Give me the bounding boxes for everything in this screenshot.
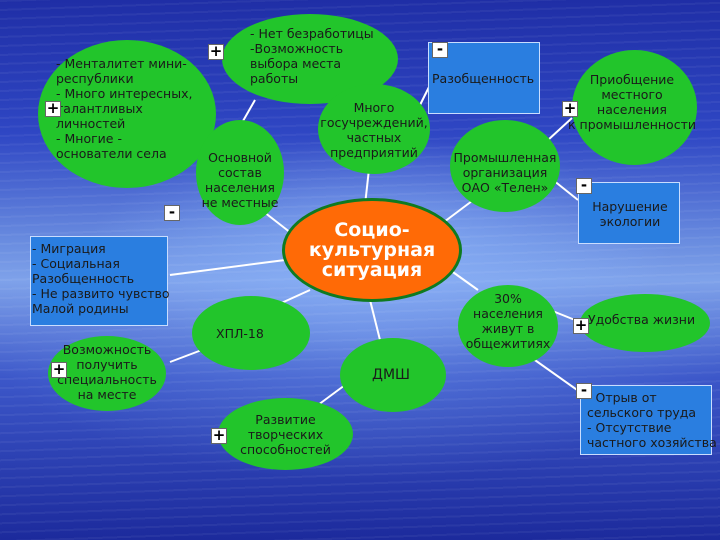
node-sostav-text: Основной состав населения не местные bbox=[201, 150, 279, 210]
plus-sign-priobshchenie: + bbox=[562, 99, 578, 117]
node-udobstva: Удобства жизни bbox=[580, 294, 710, 352]
node-ekologia: Нарушение экологии bbox=[578, 182, 680, 244]
connector-dmsh-tvorchestvo bbox=[317, 384, 346, 406]
node-otryv: - Отрыв от сельского труда - Отсутствие … bbox=[580, 385, 717, 455]
center-node: Социо- культурная ситуация bbox=[282, 198, 462, 302]
node-priobshchenie: Приобщение местного населения к промышле… bbox=[568, 50, 697, 165]
node-migracia: - Миграция - Социальная Разобщенность - … bbox=[30, 236, 170, 326]
node-tvorchestvo: Развитие творческих способностей bbox=[218, 398, 353, 470]
node-tvorchestvo-text: Развитие творческих способностей bbox=[240, 412, 331, 457]
plus-sign-udobstva: + bbox=[573, 316, 589, 334]
plus-sign-mentalitet: + bbox=[45, 99, 61, 117]
node-migracia-text: - Миграция - Социальная Разобщенность - … bbox=[32, 241, 170, 316]
connector-migracia bbox=[169, 259, 286, 276]
node-sostav: Основной состав населения не местные bbox=[196, 120, 284, 225]
node-ekologia-text: Нарушение экологии bbox=[592, 199, 668, 229]
plus-sign-tvorchestvo: + bbox=[211, 426, 227, 444]
node-otryv-text: - Отрыв от сельского труда - Отсутствие … bbox=[587, 390, 717, 450]
node-mentalitet-text: - Менталитет мини- республики - Много ин… bbox=[56, 56, 193, 161]
node-dmsh-text: ДМШ bbox=[372, 367, 410, 383]
connector-obshch-otryv bbox=[531, 357, 581, 393]
minus-sign-ekologia: - bbox=[576, 178, 592, 194]
node-dmsh: ДМШ bbox=[340, 338, 446, 412]
node-gosuchrezhdenia-text: Много госучреждений, частных предприятий bbox=[320, 100, 428, 160]
connector-dmsh bbox=[369, 299, 381, 341]
node-promyshlennaya-text: Промышленная организация ОАО «Телен» bbox=[453, 150, 557, 195]
node-hpl-text: ХПЛ-18 bbox=[216, 326, 264, 341]
connector-obshchezhitia bbox=[449, 269, 479, 291]
node-obshchezhitia: 30% населения живут в общежитиях bbox=[458, 285, 558, 367]
node-specialnost: Возможность получить специальность на ме… bbox=[48, 336, 166, 411]
node-gosuchrezhdenia: Много госучреждений, частных предприятий bbox=[318, 84, 430, 174]
minus-sign-sostav: - bbox=[164, 205, 180, 221]
center-node-label: Социо- культурная ситуация bbox=[308, 219, 436, 281]
node-specialnost-text: Возможность получить специальность на ме… bbox=[57, 342, 157, 402]
connector-prom-priobshchenie bbox=[547, 117, 573, 141]
node-udobstva-text: Удобства жизни bbox=[588, 312, 696, 327]
plus-sign-specialnost: + bbox=[51, 360, 67, 378]
node-obshchezhitia-text: 30% населения живут в общежитиях bbox=[465, 291, 551, 351]
plus-sign-bezrabotica: + bbox=[208, 42, 224, 60]
node-priobshchenie-text: Приобщение местного населения к промышле… bbox=[568, 72, 696, 132]
node-bezrabotica-text: - Нет безработицы -Возможность выбора ме… bbox=[250, 26, 374, 86]
minus-sign-otryv: - bbox=[576, 383, 592, 399]
minus-sign-razobshchennost: - bbox=[432, 42, 448, 58]
node-razobshchennost-text: Разобщенность bbox=[432, 71, 535, 86]
node-hpl: ХПЛ-18 bbox=[192, 296, 310, 370]
connector-prom-ekologia bbox=[552, 179, 579, 201]
node-mentalitet: - Менталитет мини- республики - Много ин… bbox=[38, 40, 216, 188]
node-promyshlennaya: Промышленная организация ОАО «Телен» bbox=[450, 120, 560, 212]
